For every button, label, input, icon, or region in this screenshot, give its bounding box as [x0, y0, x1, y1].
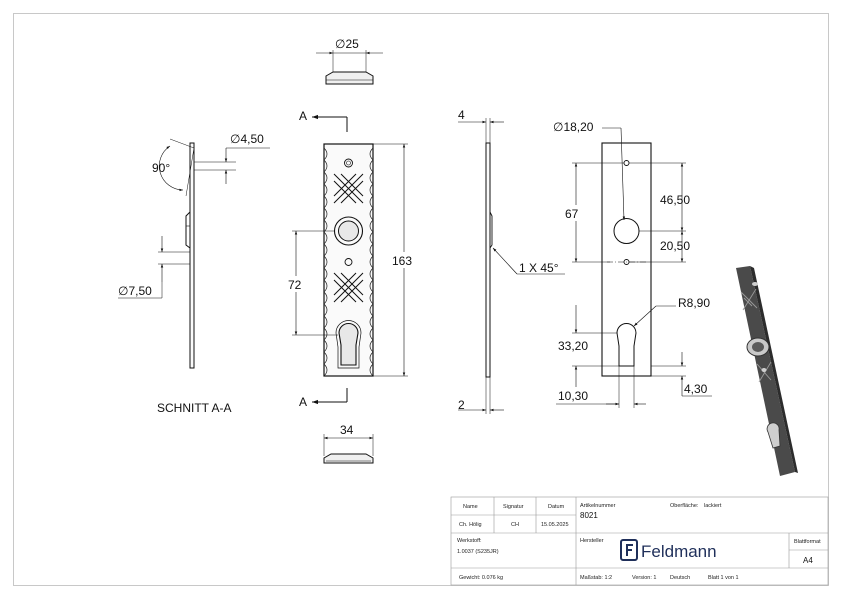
dim-radius: R8,90	[678, 296, 710, 310]
isometric-render	[736, 266, 798, 476]
front-view: A A 163	[285, 109, 415, 409]
tb-werkstoff-label: Werkstoff:	[457, 538, 482, 544]
section-marker-bottom: A	[299, 395, 307, 409]
dim-hole-large: ∅7,50	[118, 284, 152, 298]
tb-artikelnummer-label: Artikelnummer	[580, 503, 616, 509]
dim-hole-small: ∅4,50	[230, 132, 264, 146]
tb-version: Version: 1	[632, 575, 656, 581]
tb-blatt: Blatt 1 von 1	[708, 575, 739, 581]
dim-rosette-hole: ∅18,20	[553, 120, 594, 134]
top-view: ∅25	[316, 37, 383, 85]
dim-33: 33,20	[558, 339, 588, 353]
dim-4: 4,30	[684, 382, 708, 396]
section-caption: SCHNITT A-A	[157, 401, 231, 415]
tb-header-datum: Datum	[548, 504, 565, 510]
tb-oberflaeche: lackiert	[704, 503, 722, 509]
dim-10: 10,30	[558, 389, 588, 403]
dim-20: 20,50	[660, 239, 690, 253]
dim-thickness-top: 4	[458, 108, 465, 122]
dim-chamfer: 1 X 45°	[519, 261, 559, 275]
tb-signatur: CH	[511, 522, 519, 528]
dim-width: 34	[340, 423, 354, 437]
title-block-text: Name Signatur Datum Ch. Hölig CH 15.05.2…	[457, 503, 821, 581]
dim-thickness-bottom: 2	[458, 398, 465, 412]
section-view: 90° ∅4,50 ∅7,50 SCHNITT A-A	[118, 132, 270, 415]
tb-header-name: Name	[463, 504, 478, 510]
feldmann-logo-icon	[620, 539, 638, 561]
sheet-border	[13, 13, 829, 586]
title-block	[450, 496, 829, 586]
tb-blattformat: A4	[803, 556, 813, 565]
tb-name: Ch. Hölig	[459, 522, 482, 528]
tb-gewicht: Gewicht: 0.076 kg	[459, 575, 503, 581]
tb-massstab: Maßstab: 1:2	[580, 575, 612, 581]
dim-spacing: 72	[288, 278, 302, 292]
tb-blattformat-label: Blattformat	[794, 539, 821, 545]
dim-angle: 90°	[152, 161, 170, 175]
tb-artikelnummer: 8021	[580, 511, 598, 520]
tb-werkstoff: 1.0037 (S235JR)	[457, 549, 499, 555]
tb-datum: 15.05.2025	[541, 522, 569, 528]
tb-brand: Feldmann	[641, 542, 717, 561]
side-view: 4 2 1 X 45°	[458, 108, 565, 414]
top-diameter-label: ∅25	[335, 37, 359, 51]
tb-sprache: Deutsch	[670, 575, 690, 581]
section-marker-top: A	[299, 109, 307, 123]
tb-header-signatur: Signatur	[503, 504, 524, 510]
bottom-view: 34	[323, 423, 374, 464]
dim-46: 46,50	[660, 193, 690, 207]
tb-hersteller-label: Hersteller	[580, 538, 604, 544]
tb-oberflaeche-label: Oberfläche:	[670, 503, 699, 509]
detail-view: ∅18,20 67 46,50 20,50 R8,90 33,20 10,30	[553, 120, 712, 408]
dim-67: 67	[565, 207, 579, 221]
dim-height: 163	[392, 254, 412, 268]
